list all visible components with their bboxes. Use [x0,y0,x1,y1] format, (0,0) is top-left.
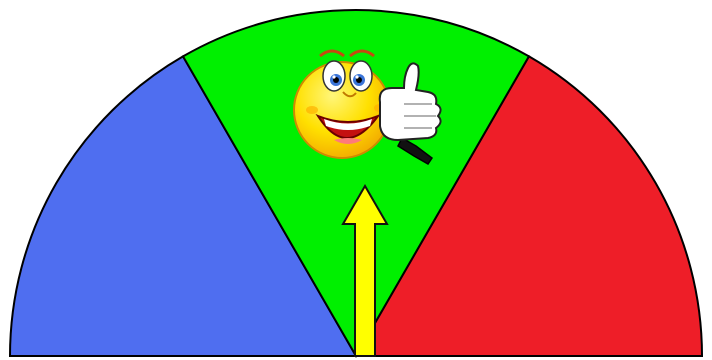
semicircle-gauge [0,0,712,360]
gauge-graphic [0,0,712,360]
